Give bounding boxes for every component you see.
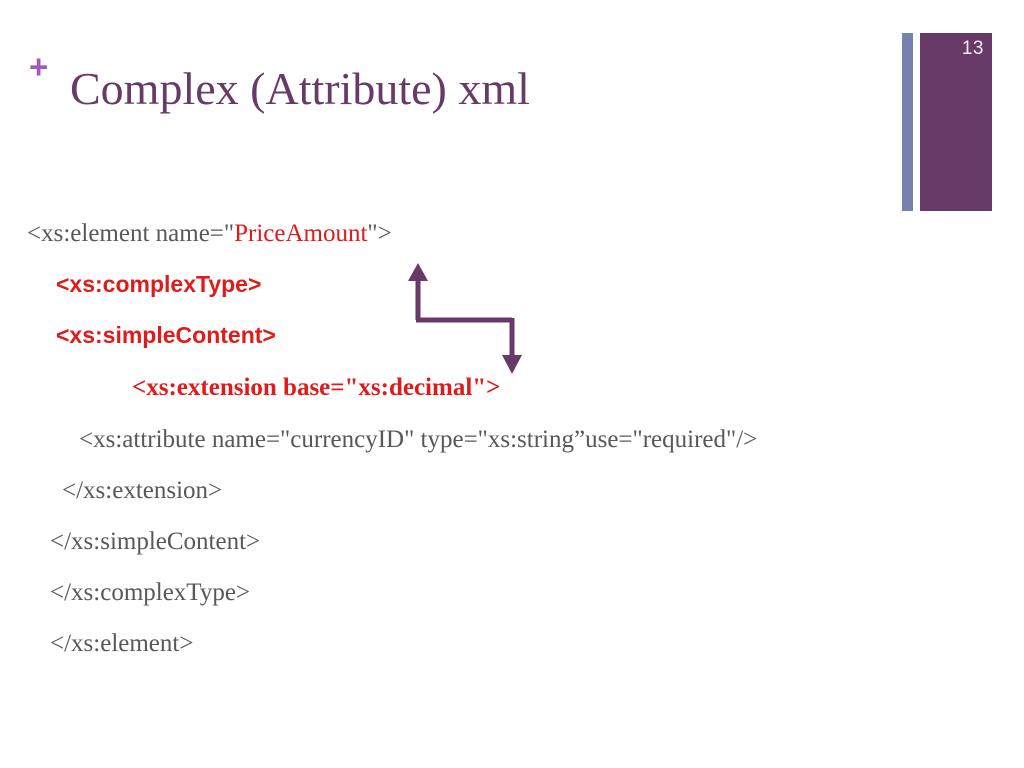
code-line-extension-close: </xs:extension>: [62, 477, 223, 504]
code-line-complextype-close: </xs:complexType>: [50, 579, 251, 606]
code-segment-text: <xs:element name=": [27, 220, 235, 247]
header-accent-bar: [902, 33, 913, 211]
code-line-element-close: </xs:element>: [50, 630, 194, 657]
page-title: Complex (Attribute) xml: [70, 63, 530, 114]
header-purple-block: 13: [920, 33, 992, 211]
code-line-element-open: <xs:element name="PriceAmount">: [27, 218, 392, 250]
code-segment-text: ">: [367, 220, 392, 247]
code-line-complextype-open: <xs:complexType>: [56, 271, 262, 297]
header-decoration: 13: [900, 33, 1024, 211]
code-line-simplecontent-open: <xs:simpleContent>: [56, 322, 276, 348]
code-line-attribute: <xs:attribute name="currencyID" type="xs…: [79, 426, 758, 453]
plus-bullet-icon: +: [29, 48, 49, 85]
slide-number: 13: [961, 38, 984, 59]
code-line-extension-open: <xs:extension base="xs:decimal">: [132, 374, 501, 401]
code-line-simplecontent-close: </xs:simpleContent>: [50, 528, 261, 555]
connector-arrow-icon: [408, 263, 522, 374]
code-segment-highlight: PriceAmount: [234, 220, 368, 247]
